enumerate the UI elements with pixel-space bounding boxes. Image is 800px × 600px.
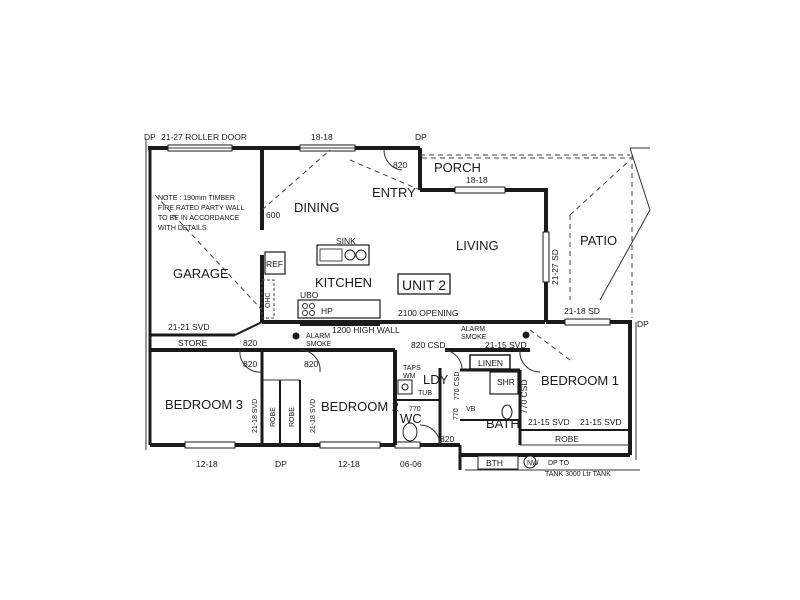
smoke-label: SMOKE (461, 334, 487, 341)
roller-door-label: 21-27 ROLLER DOOR (161, 132, 247, 142)
patio-label: PATIO (580, 233, 617, 248)
window-label: 12-18 (338, 459, 360, 469)
door-820: 820 (243, 359, 257, 369)
wall-label: 1200 HIGH WALL (332, 325, 400, 335)
bath-tub-label: BTH (486, 458, 503, 468)
toilet-icon (402, 422, 418, 442)
entry-label: ENTRY (372, 185, 416, 200)
unit-label: UNIT 2 (402, 277, 446, 293)
note-line: TO BE IN ACCORDANCE (158, 215, 239, 222)
living-label: LIVING (456, 238, 499, 253)
robe-label: ROBE (555, 434, 579, 444)
shower-label: SHR (497, 377, 515, 387)
dim-600: 600 (266, 210, 280, 220)
porch-label: PORCH (434, 160, 481, 175)
robe-label: ROBE (270, 407, 277, 427)
note-line: FIRE RATED PARTY WALL (158, 205, 244, 212)
note-line: WITH DETAILS (158, 225, 207, 232)
dim-770: 770 (453, 408, 460, 420)
labels: DP 21-27 ROLLER DOOR 18-18 DP NOTE : 190… (144, 132, 649, 478)
outer-walls (145, 140, 651, 471)
dim-770: 770 (409, 406, 421, 413)
kitchen-label: KITCHEN (315, 275, 372, 290)
nw-label: NW (527, 460, 539, 467)
dp-label: DP (637, 319, 649, 329)
svd-label: 21-18 SVD (252, 399, 259, 433)
svd-label: 21-15 SVD (528, 417, 570, 427)
hp-label: HP (321, 306, 333, 316)
dining-label: DINING (294, 200, 340, 215)
bedroom2-label: BEDROOM 2 (321, 399, 399, 414)
note-line: NOTE : 190mm TIMBER (158, 195, 235, 202)
bedroom3-label: BEDROOM 3 (165, 397, 243, 412)
cooktop-icon (302, 303, 308, 309)
store-label: STORE (178, 338, 207, 348)
ohc-label: OHC (265, 292, 272, 308)
garage-label: GARAGE (173, 266, 229, 281)
window-label: 18-18 (466, 175, 488, 185)
svd-label: 21-18 SVD (310, 399, 317, 433)
svd-label: 21-15 SVD (485, 340, 527, 350)
unit-badge (397, 273, 451, 295)
window-label: 06-06 (400, 459, 422, 469)
alarm-label: ALARM (461, 326, 485, 333)
smoke-alarm-icon (292, 332, 300, 340)
csd-label: 770 CSD (519, 380, 529, 415)
door-820: 820 (304, 359, 318, 369)
alarm-label: ALARM (306, 333, 330, 340)
wm-label: WM (403, 373, 416, 380)
door-820: 820 (440, 434, 454, 444)
opening-label: 2100 OPENING (398, 308, 458, 318)
sink-icon (316, 244, 370, 266)
sink-label: SINK (336, 236, 356, 246)
smoke-alarm-icon (522, 331, 530, 339)
csd-label: 770 CSD (454, 372, 461, 400)
door-820: 820 (243, 338, 257, 348)
robe-label: ROBE (289, 407, 296, 427)
vanity-label: VB (466, 406, 476, 413)
linen-label: LINEN (478, 358, 503, 368)
dp-label: DP (144, 132, 156, 142)
csd-label: 820 CSD (411, 340, 446, 350)
wc-label: WC (400, 411, 422, 426)
smoke-label: SMOKE (306, 341, 332, 348)
store-door-label: 21-21 SVD (168, 322, 210, 332)
laundry-tub-icon (397, 379, 413, 395)
bedroom1-label: BEDROOM 1 (541, 373, 619, 388)
dp-label: DP (275, 459, 287, 469)
sliding-door-label: 21-18 SD (564, 306, 600, 316)
window-label: 18-18 (311, 132, 333, 142)
svd-label: 21-15 SVD (580, 417, 622, 427)
sliding-door-label: 21-27 SD (550, 249, 560, 285)
taps-label: TAPS (403, 365, 421, 372)
laundry-label: LDY (423, 372, 449, 387)
door-820: 820 (393, 160, 407, 170)
interior-walls (150, 148, 631, 470)
ubo-label: UBO (300, 290, 319, 300)
tub-label: TUB (418, 390, 432, 397)
window-label: 12-18 (196, 459, 218, 469)
dp-to-label: DP TO (548, 460, 570, 467)
basin-icon (501, 404, 513, 420)
tank-label: TANK 3000 Ltr TANK (545, 471, 611, 478)
dp-label: DP (415, 132, 427, 142)
ref-label: REF (266, 259, 283, 269)
bath-label: BATH (486, 416, 520, 431)
fixtures (239, 149, 541, 446)
